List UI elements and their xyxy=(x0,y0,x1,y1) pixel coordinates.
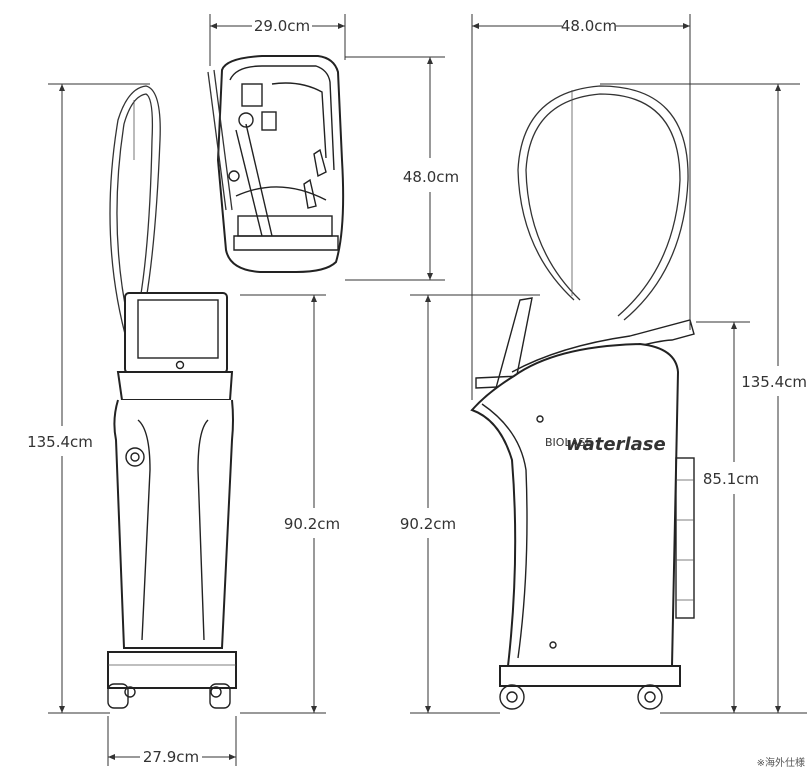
base-width-label: 27.9cm xyxy=(143,748,199,766)
side-panel-height-dimension xyxy=(660,321,807,714)
side-panel-height-label: 85.1cm xyxy=(703,470,759,488)
base-width-dimension xyxy=(107,716,237,766)
side-view-drawing: BIOLASE waterlase xyxy=(470,85,695,710)
waterlase-brand-small: BIOLASE xyxy=(545,436,592,449)
waterlase-logo: waterlase xyxy=(566,434,666,455)
top-depth-dimension xyxy=(345,56,445,281)
front-counter-height-dimension xyxy=(240,294,326,714)
top-view-drawing xyxy=(207,55,345,273)
footnote: ※海外仕様 xyxy=(757,756,805,769)
side-total-height-dimension xyxy=(600,83,800,713)
top-width-dimension xyxy=(209,14,346,66)
top-depth-label: 48.0cm xyxy=(403,168,459,186)
side-counter-height-label: 90.2cm xyxy=(400,515,456,533)
side-depth-label: 48.0cm xyxy=(561,17,617,35)
top-width-label: 29.0cm xyxy=(254,17,310,35)
front-view-drawing xyxy=(107,85,237,709)
side-total-height-label: 135.4cm xyxy=(741,373,807,391)
front-total-height-label: 135.4cm xyxy=(27,433,93,451)
side-counter-height-dimension xyxy=(410,294,540,714)
front-total-height-dimension xyxy=(48,83,150,714)
side-depth-dimension xyxy=(471,14,691,400)
front-counter-height-label: 90.2cm xyxy=(284,515,340,533)
